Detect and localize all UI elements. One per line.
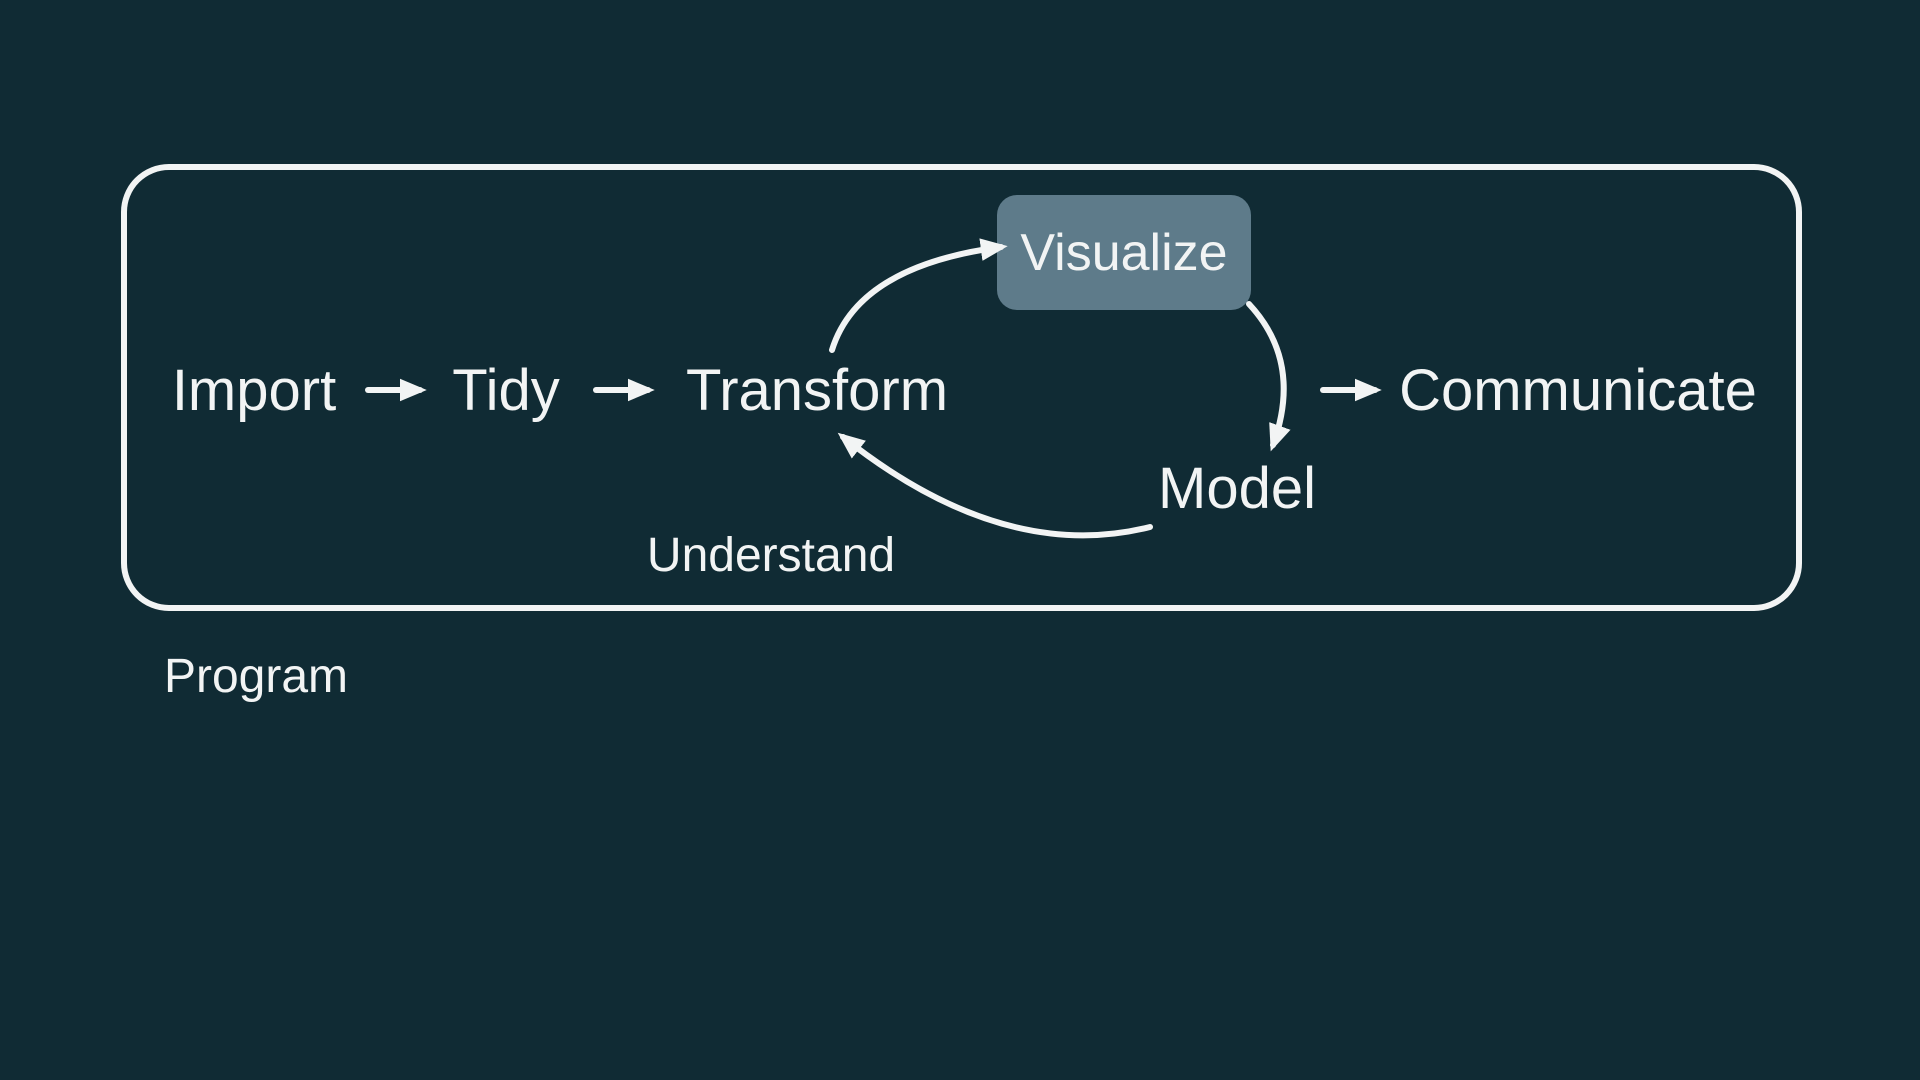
- node-transform: Transform: [685, 358, 949, 423]
- arrow-model-to-transform-icon: [837, 432, 1153, 539]
- program-outline-box: [121, 164, 1802, 611]
- cycle-label-understand: Understand: [646, 529, 896, 582]
- node-visualize: Visualize: [1020, 224, 1228, 282]
- node-import: Import: [171, 358, 337, 423]
- node-communicate: Communicate: [1399, 358, 1757, 423]
- arrow-visualize-to-model-icon: [1246, 301, 1291, 452]
- visualize-highlight-box: [997, 195, 1251, 310]
- node-tidy: Tidy: [452, 358, 560, 423]
- arrow-transform-to-visualize-icon: [829, 238, 1008, 353]
- node-model: Model: [1158, 456, 1316, 521]
- box-label-program: Program: [163, 650, 349, 703]
